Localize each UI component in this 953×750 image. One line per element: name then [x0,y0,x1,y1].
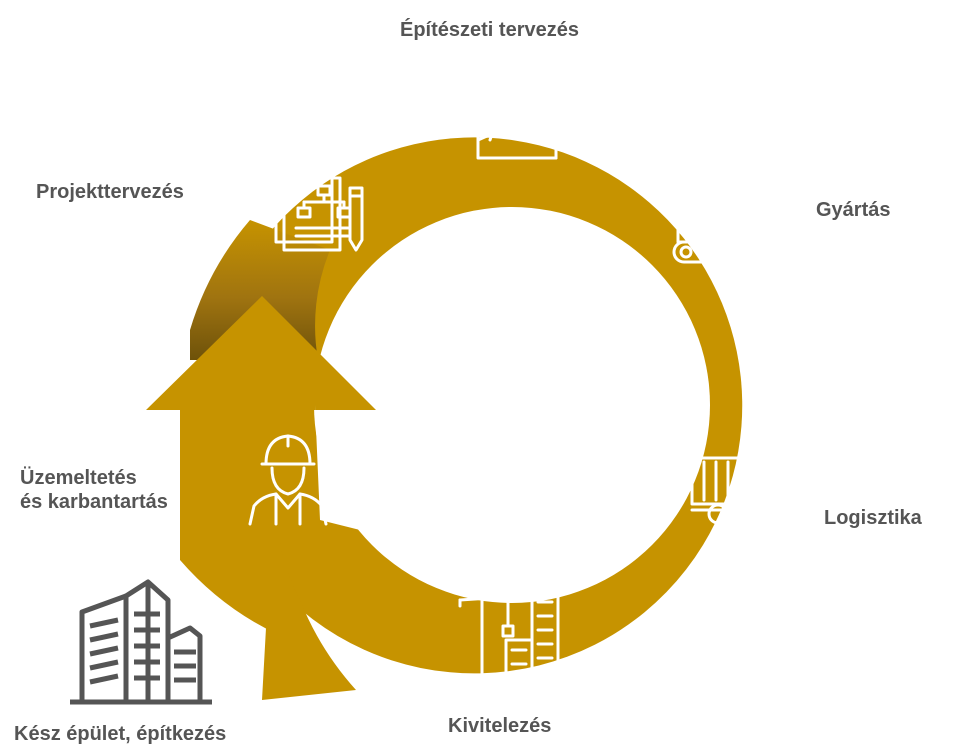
label-project-planning: Projekttervezés [36,181,184,203]
label-logistics: Logisztika [824,507,922,529]
label-construction: Kivitelezés [448,715,552,737]
label-architectural-design: Építészeti tervezés [400,19,579,41]
office-buildings-icon [70,579,212,705]
cycle-arrow-head [146,296,376,460]
label-operation-line2: és karbantartás [20,491,168,513]
robot-arm-conveyor-icon [672,171,768,264]
hard-hat-worker-icon [248,434,328,526]
ring-shaded-section [190,220,330,360]
label-finished-building: Kész épület, építkezés [14,723,227,745]
label-operation-line1: Üzemeltetés [20,467,137,489]
flowchart-document-pencil-icon [274,168,364,252]
label-manufacturing: Gyártás [816,199,891,221]
crane-building-icon [458,576,560,690]
drafting-compass-blueprint-icon [476,76,558,160]
delivery-truck-icon [690,456,794,525]
ring-inner-hole [314,207,710,603]
ring-tail [180,400,356,700]
ring-inner-clear [315,405,360,530]
label-operation: Üzemeltetés és karbantartás [20,466,168,514]
